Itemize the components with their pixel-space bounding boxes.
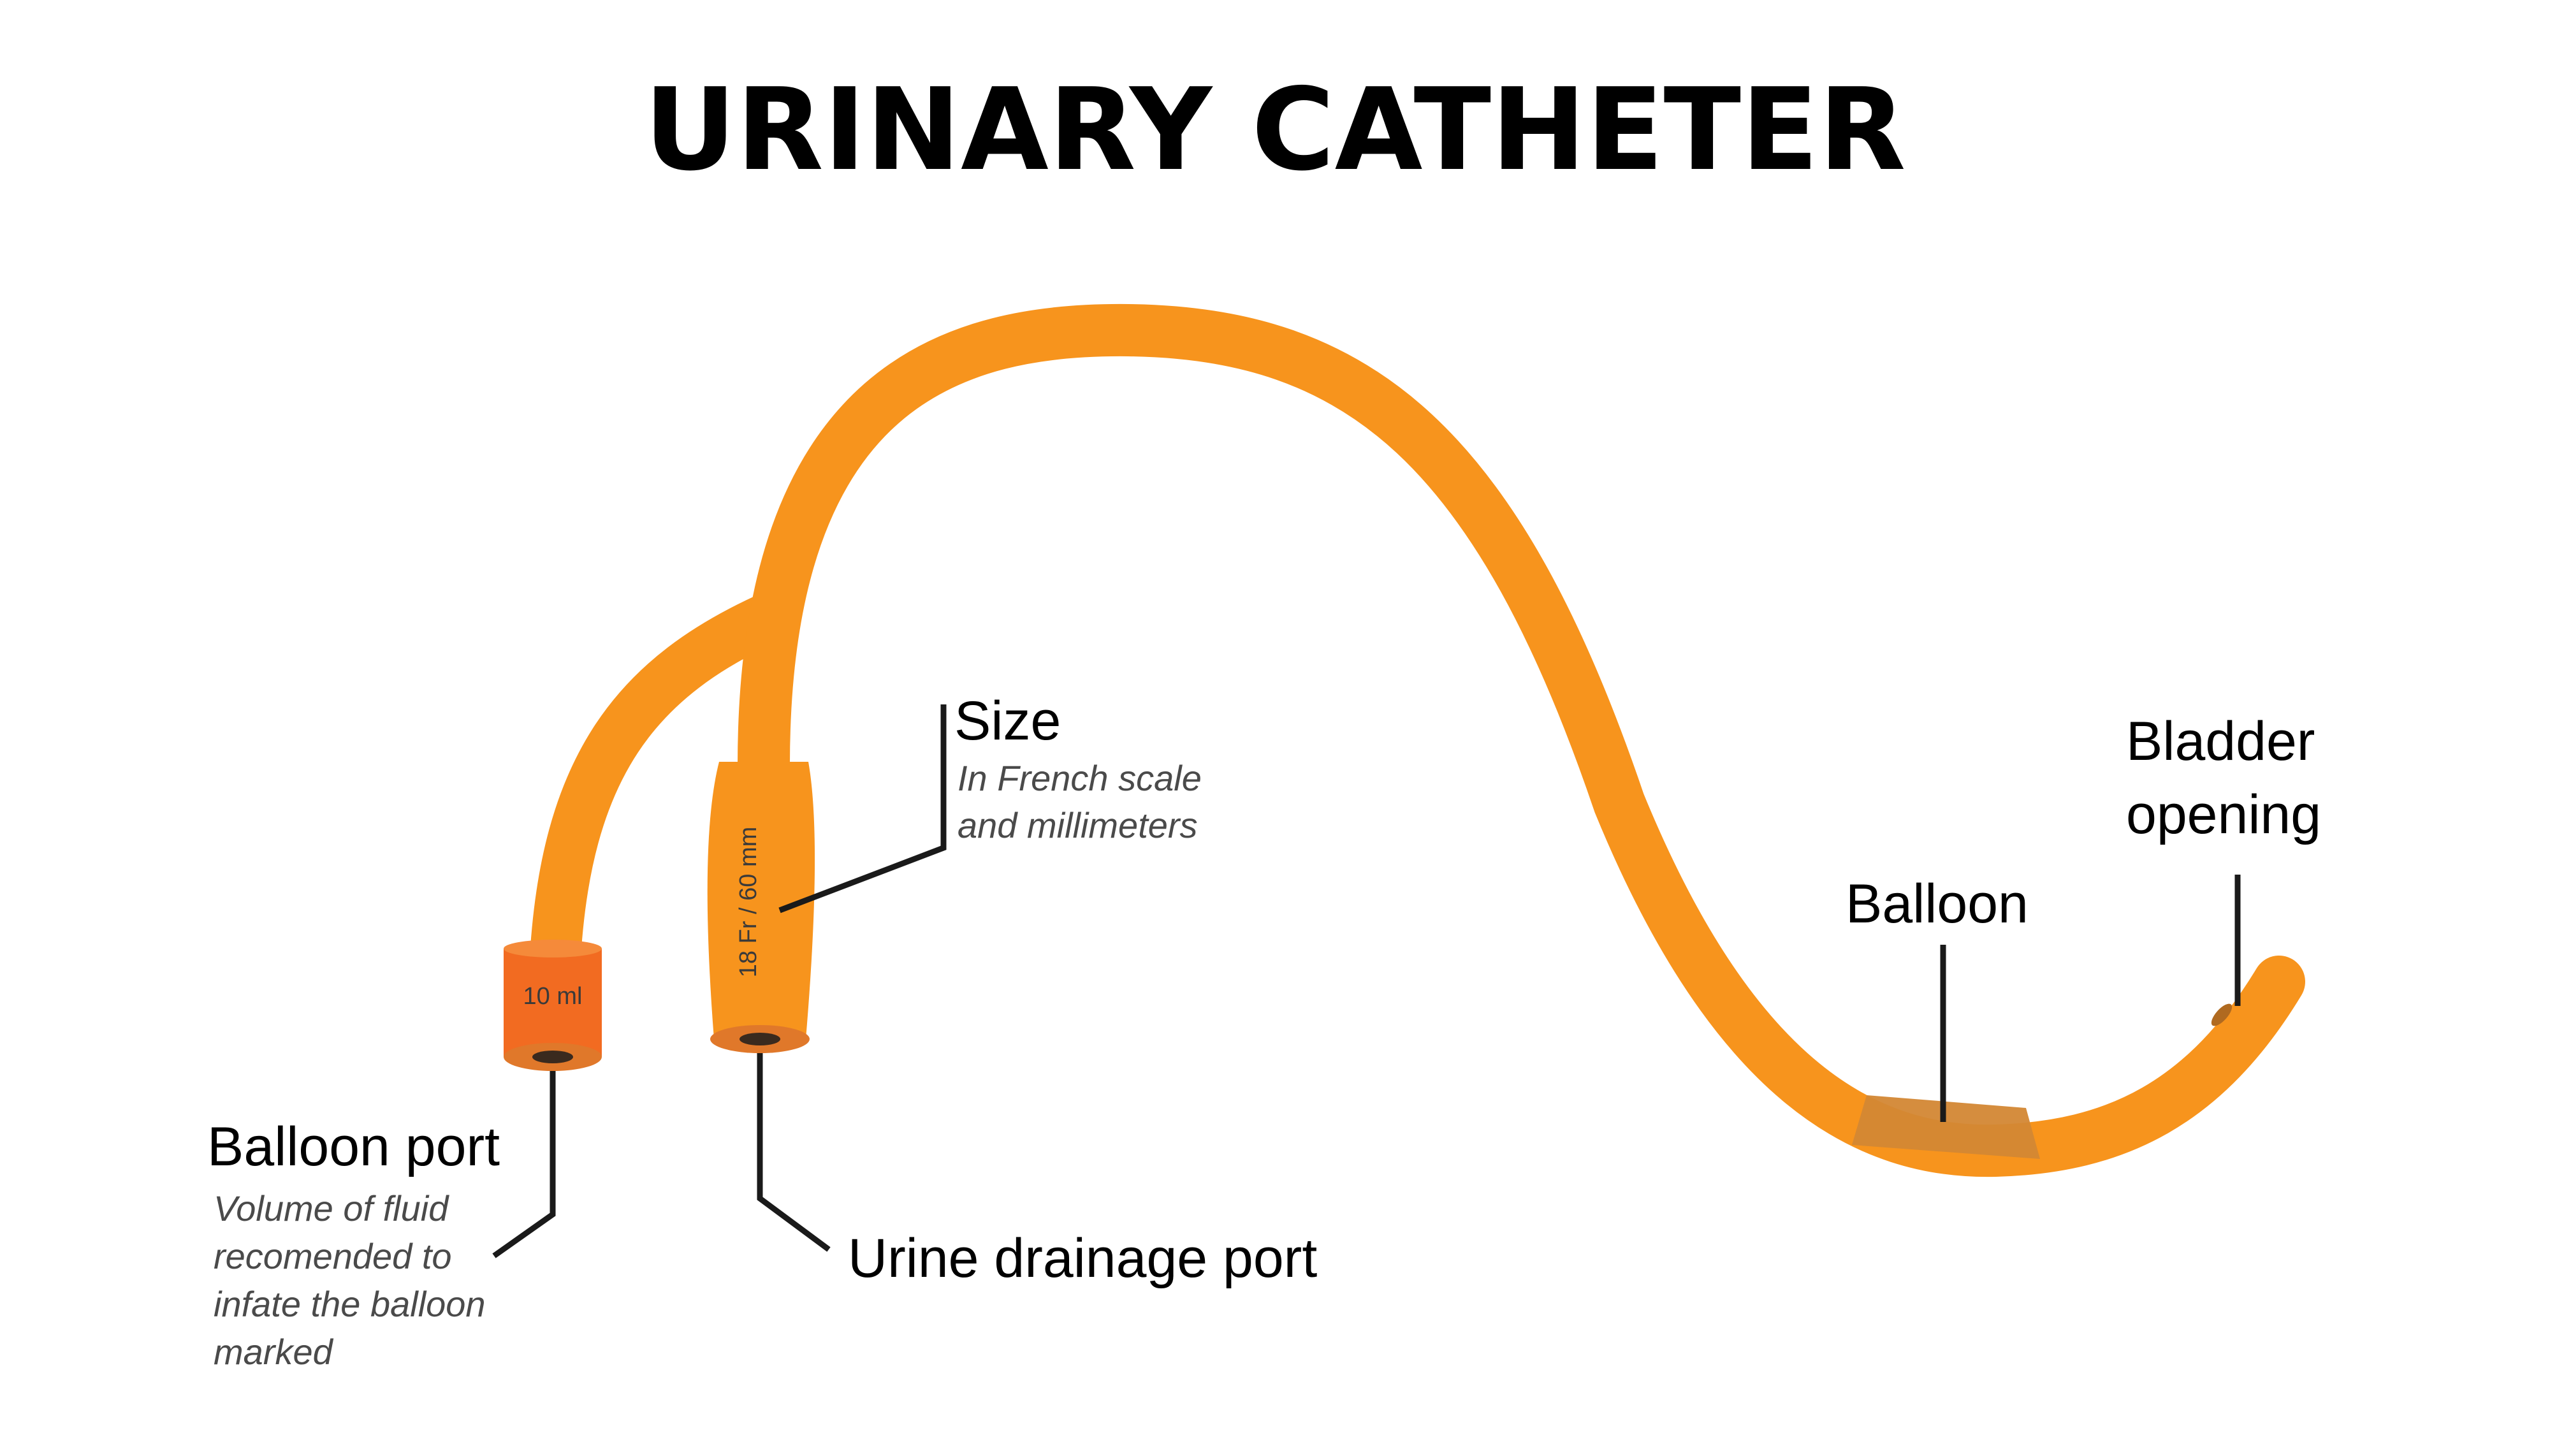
balloon-port-detail-line-4: marked xyxy=(214,1332,334,1372)
size-detail-line-2: and millimeters xyxy=(958,805,1198,845)
balloon-port-cap xyxy=(504,949,602,1057)
size-detail-line-1: In French scale xyxy=(958,758,1202,798)
balloon-port-leader-line xyxy=(492,1071,556,1258)
balloon-band xyxy=(1852,1095,2040,1159)
drainage-port-leader-line xyxy=(757,1053,831,1252)
urine-drainage-port-label: Urine drainage port xyxy=(848,1228,1317,1289)
balloon-port-detail-line-2: recomended to xyxy=(214,1236,452,1276)
urine-drainage-port-opening xyxy=(740,1033,780,1045)
balloon-port-branch-tube xyxy=(529,592,785,970)
drainage-size-mark: 18 Fr / 60 mm xyxy=(735,827,762,978)
balloon-port-volume-mark: 10 ml xyxy=(523,983,583,1010)
bladder-opening-slot xyxy=(2211,1003,2233,1026)
bladder-opening-label-line-1: Bladder xyxy=(2126,711,2315,772)
balloon-port-detail-line-1: Volume of fluid xyxy=(214,1188,449,1228)
balloon-port-detail-line-3: infate the balloon xyxy=(214,1284,486,1324)
size-label: Size xyxy=(954,690,1061,752)
bladder-opening-label-line-2: opening xyxy=(2126,784,2321,845)
urine-drainage-funnel xyxy=(707,762,815,1039)
balloon-port-cap-top xyxy=(504,940,602,957)
balloon-port-opening xyxy=(532,1051,573,1063)
balloon-label: Balloon xyxy=(1846,873,2029,935)
page-title: URINARY CATHETER xyxy=(644,64,1905,196)
size-leader-line xyxy=(778,704,947,914)
balloon-port-label: Balloon port xyxy=(207,1116,500,1177)
